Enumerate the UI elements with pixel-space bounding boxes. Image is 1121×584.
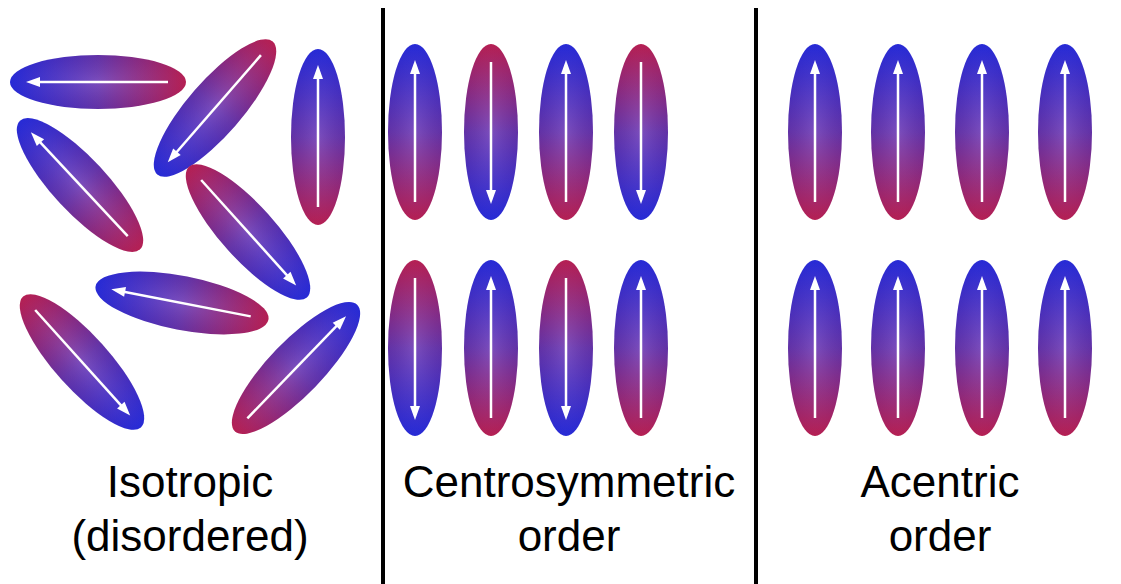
molecule: [955, 260, 1009, 436]
panel-divider: [754, 8, 758, 584]
molecule: [1038, 44, 1092, 220]
molecule: [388, 44, 442, 220]
molecule: [539, 44, 593, 220]
molecule: [788, 44, 842, 220]
molecule: [955, 44, 1009, 220]
panel-label: Centrosymmetric order: [389, 455, 749, 563]
panel-divider: [381, 8, 385, 584]
molecule: [3, 279, 161, 446]
molecule: [464, 260, 518, 436]
molecule: [291, 49, 345, 225]
molecule: [464, 44, 518, 220]
molecule: [539, 260, 593, 436]
molecule: [137, 24, 293, 192]
molecule: [388, 260, 442, 436]
molecule: [788, 260, 842, 436]
molecule: [871, 260, 925, 436]
molecule: [215, 286, 376, 450]
molecule: [871, 44, 925, 220]
molecule: [10, 55, 186, 109]
molecule: [614, 260, 668, 436]
panel-label: Acentric order: [820, 455, 1060, 563]
molecule: [0, 102, 160, 268]
molecule: [614, 44, 668, 220]
molecule: [90, 260, 273, 347]
molecule: [1038, 260, 1092, 436]
panel-label: Isotropic (disordered): [20, 455, 360, 563]
